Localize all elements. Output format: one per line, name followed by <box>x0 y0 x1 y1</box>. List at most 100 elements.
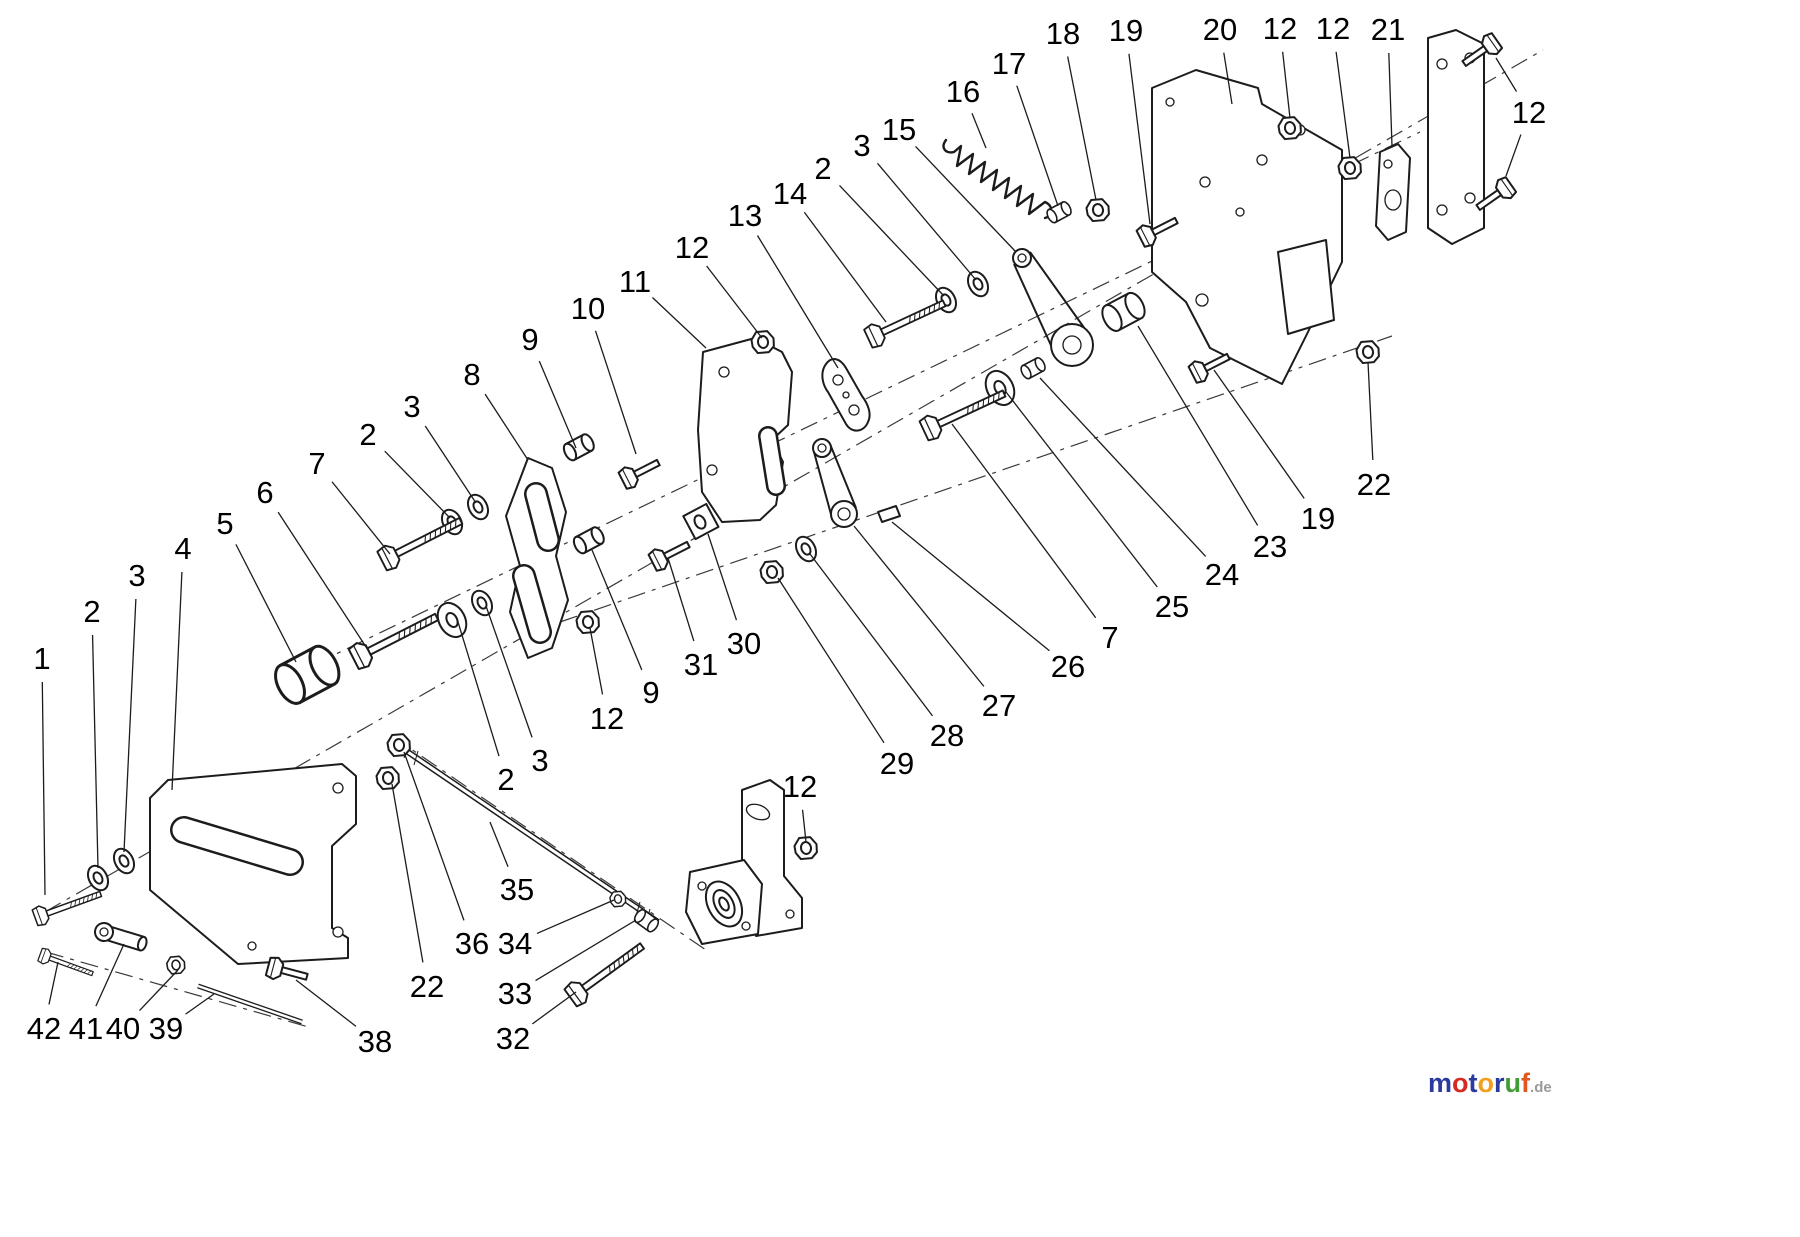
part-number-label: 11 <box>619 264 651 299</box>
part-number-label: 18 <box>1046 16 1080 51</box>
part-bracket-left <box>149 763 357 965</box>
part-plate-21 <box>1375 143 1411 241</box>
part-number-label: 5 <box>216 506 233 541</box>
part-spacer-9 <box>560 431 598 464</box>
part-number-label: 35 <box>500 872 534 907</box>
leader-line <box>538 360 577 449</box>
part-number-label: 40 <box>106 1011 140 1046</box>
leader-line <box>95 943 125 1007</box>
part-bolt-32 <box>562 935 651 1009</box>
part-number-label: 7 <box>308 446 325 481</box>
leader-line <box>853 525 985 687</box>
part-number-label: 8 <box>463 357 480 392</box>
part-spacer-9 <box>570 524 608 557</box>
part-number-label: 32 <box>496 1021 530 1056</box>
part-nut-22 <box>374 764 402 792</box>
part-nut-22 <box>1354 338 1382 366</box>
part-number-label: 34 <box>498 926 532 961</box>
leader-line <box>489 821 509 867</box>
part-number-label: 3 <box>128 558 145 593</box>
leader-line <box>652 296 707 349</box>
part-number-label: 4 <box>174 531 191 566</box>
part-number-label: 33 <box>498 976 532 1011</box>
part-number-label: 3 <box>853 128 870 163</box>
leader-line <box>1223 52 1233 105</box>
part-number-label: 24 <box>1205 557 1239 592</box>
part-number-label: 1 <box>33 641 50 676</box>
leader-line <box>384 450 451 519</box>
leader-line <box>1128 53 1151 225</box>
leader-lines <box>41 51 1522 1027</box>
leader-line <box>777 577 885 744</box>
leader-line <box>295 979 357 1027</box>
leader-line <box>1282 51 1291 119</box>
leader-line <box>91 634 99 869</box>
part-link-15 <box>1012 248 1094 367</box>
part-number-label: 13 <box>728 198 762 233</box>
leader-line <box>536 899 615 935</box>
logo-letter: r <box>1494 1068 1505 1098</box>
part-number-label: 28 <box>930 718 964 753</box>
part-bracket-right <box>1151 69 1343 385</box>
logo-suffix: .de <box>1530 1079 1552 1096</box>
part-number-label: 19 <box>1109 13 1143 48</box>
leader-line <box>485 605 533 738</box>
part-nut-29 <box>758 558 786 586</box>
axis-centerline <box>45 951 313 1029</box>
logo-letter: t <box>1468 1068 1478 1098</box>
part-number-label: 25 <box>1155 589 1189 624</box>
leader-line <box>891 521 1050 652</box>
part-trunnion-30 <box>682 502 720 541</box>
leader-line <box>1016 85 1059 207</box>
part-number-label: 39 <box>149 1011 183 1046</box>
leader-line <box>1213 369 1305 499</box>
leader-line <box>139 969 179 1012</box>
part-rod-39 <box>197 983 303 1025</box>
leader-line <box>809 553 934 717</box>
leader-line <box>667 557 695 642</box>
axis-centerline <box>391 735 707 951</box>
part-pivot-bracket <box>685 779 803 945</box>
part-spacer-24 <box>1018 355 1048 382</box>
part-number-label: 23 <box>1253 529 1287 564</box>
leader-line <box>1067 56 1097 201</box>
motoruf-logo: motoruf.de <box>1428 1068 1552 1099</box>
part-number-label: 7 <box>1101 620 1118 655</box>
leader-line <box>1495 57 1518 92</box>
leader-line <box>171 571 183 791</box>
part-number-label: 31 <box>684 647 718 682</box>
leader-line <box>391 783 424 963</box>
part-number-label: 12 <box>1263 11 1297 46</box>
leader-line <box>123 598 137 853</box>
part-number-label: 42 <box>27 1011 61 1046</box>
part-end-plate <box>1427 29 1485 245</box>
part-number-label: 17 <box>992 46 1026 81</box>
part-plate-11 <box>697 337 793 523</box>
part-bolt-6 <box>346 604 444 672</box>
part-spacer-5 <box>268 640 347 710</box>
leader-line <box>971 113 987 149</box>
part-number-label: 14 <box>773 176 807 211</box>
part-number-label: 20 <box>1203 12 1237 47</box>
part-number-label: 21 <box>1371 12 1405 47</box>
part-number-label: 22 <box>410 969 444 1004</box>
leader-line <box>331 481 391 555</box>
leader-line <box>756 235 839 369</box>
axis-centerline <box>559 335 1393 623</box>
part-number-label: 6 <box>256 475 273 510</box>
leader-line <box>803 211 887 323</box>
leader-line <box>707 533 738 621</box>
leader-line <box>457 621 500 757</box>
part-number-label: 12 <box>783 769 817 804</box>
leader-line <box>424 425 477 504</box>
part-bushing-23 <box>1097 288 1150 336</box>
logo-word: motoruf <box>1428 1068 1530 1098</box>
part-number-label: 12 <box>1512 95 1546 130</box>
logo-letter: u <box>1504 1068 1522 1098</box>
part-number-label: 30 <box>727 626 761 661</box>
part-number-label: 41 <box>69 1011 103 1046</box>
part-washer-3 <box>962 267 994 301</box>
leader-line <box>1367 361 1374 461</box>
